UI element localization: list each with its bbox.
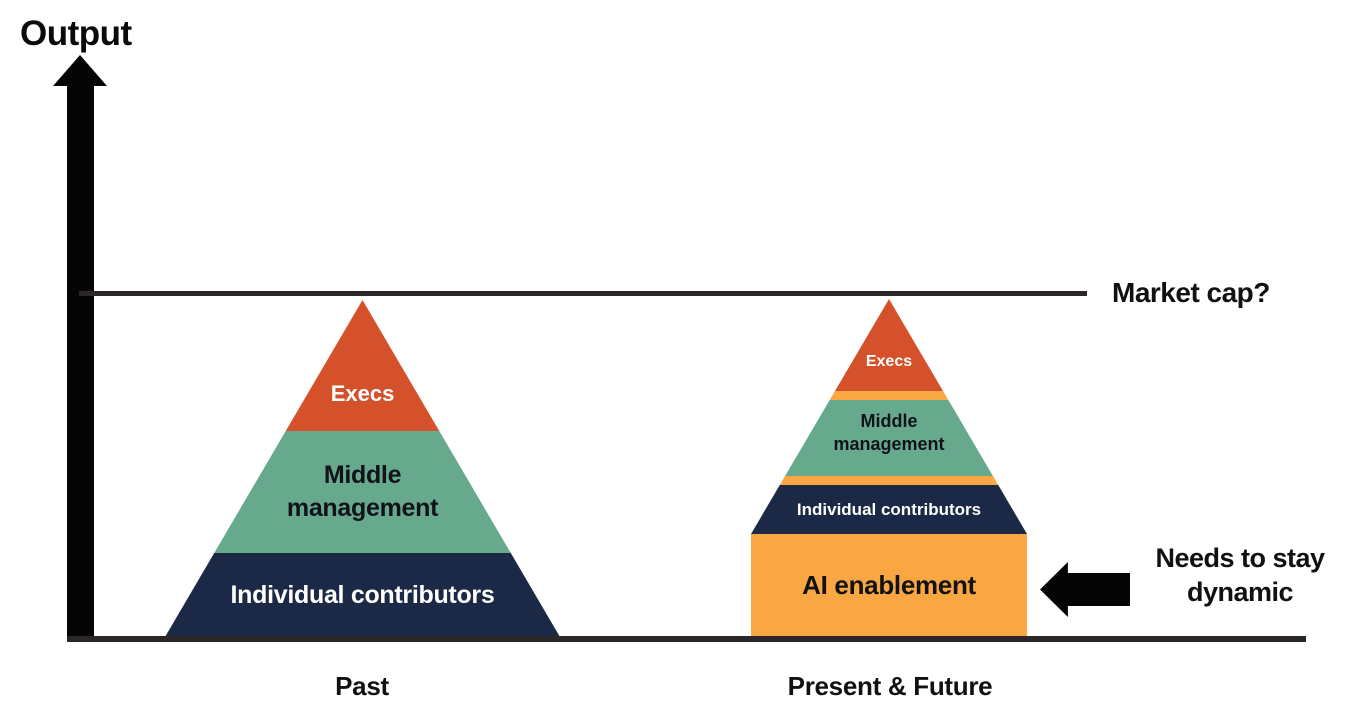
output-axis-label: Output (20, 14, 132, 53)
market-cap-label: Market cap? (1112, 277, 1270, 308)
market-cap-line (79, 291, 1087, 296)
past-layer-middle-management: Middle management (165, 431, 560, 553)
past-layer-individual-contributors: Individual contributors (165, 553, 560, 637)
past-caption: Past (335, 671, 389, 701)
needs-to-stay-dynamic-label: Needs to stay dynamic (1155, 543, 1325, 607)
pyramid-past: Execs Middle management Individual contr… (165, 300, 560, 637)
present-ai-band-bottom (751, 476, 1027, 485)
y-axis-line (67, 84, 94, 641)
present-layer-individual-contributors: Individual contributors (751, 485, 1027, 534)
present-layer-middle-management: Middle management (751, 400, 1027, 476)
ai-enablement-block: AI enablement (751, 534, 1027, 637)
left-arrow-icon (1040, 562, 1130, 617)
present-future-caption: Present & Future (787, 671, 993, 701)
up-arrow-icon (53, 55, 107, 86)
pyramid-present: Execs Middle management Individual contr… (751, 299, 1027, 534)
x-axis-line (67, 636, 1306, 642)
present-layer-execs: Execs (751, 299, 1027, 391)
past-layer-execs: Execs (165, 300, 560, 431)
present-ai-band-top (751, 391, 1027, 400)
